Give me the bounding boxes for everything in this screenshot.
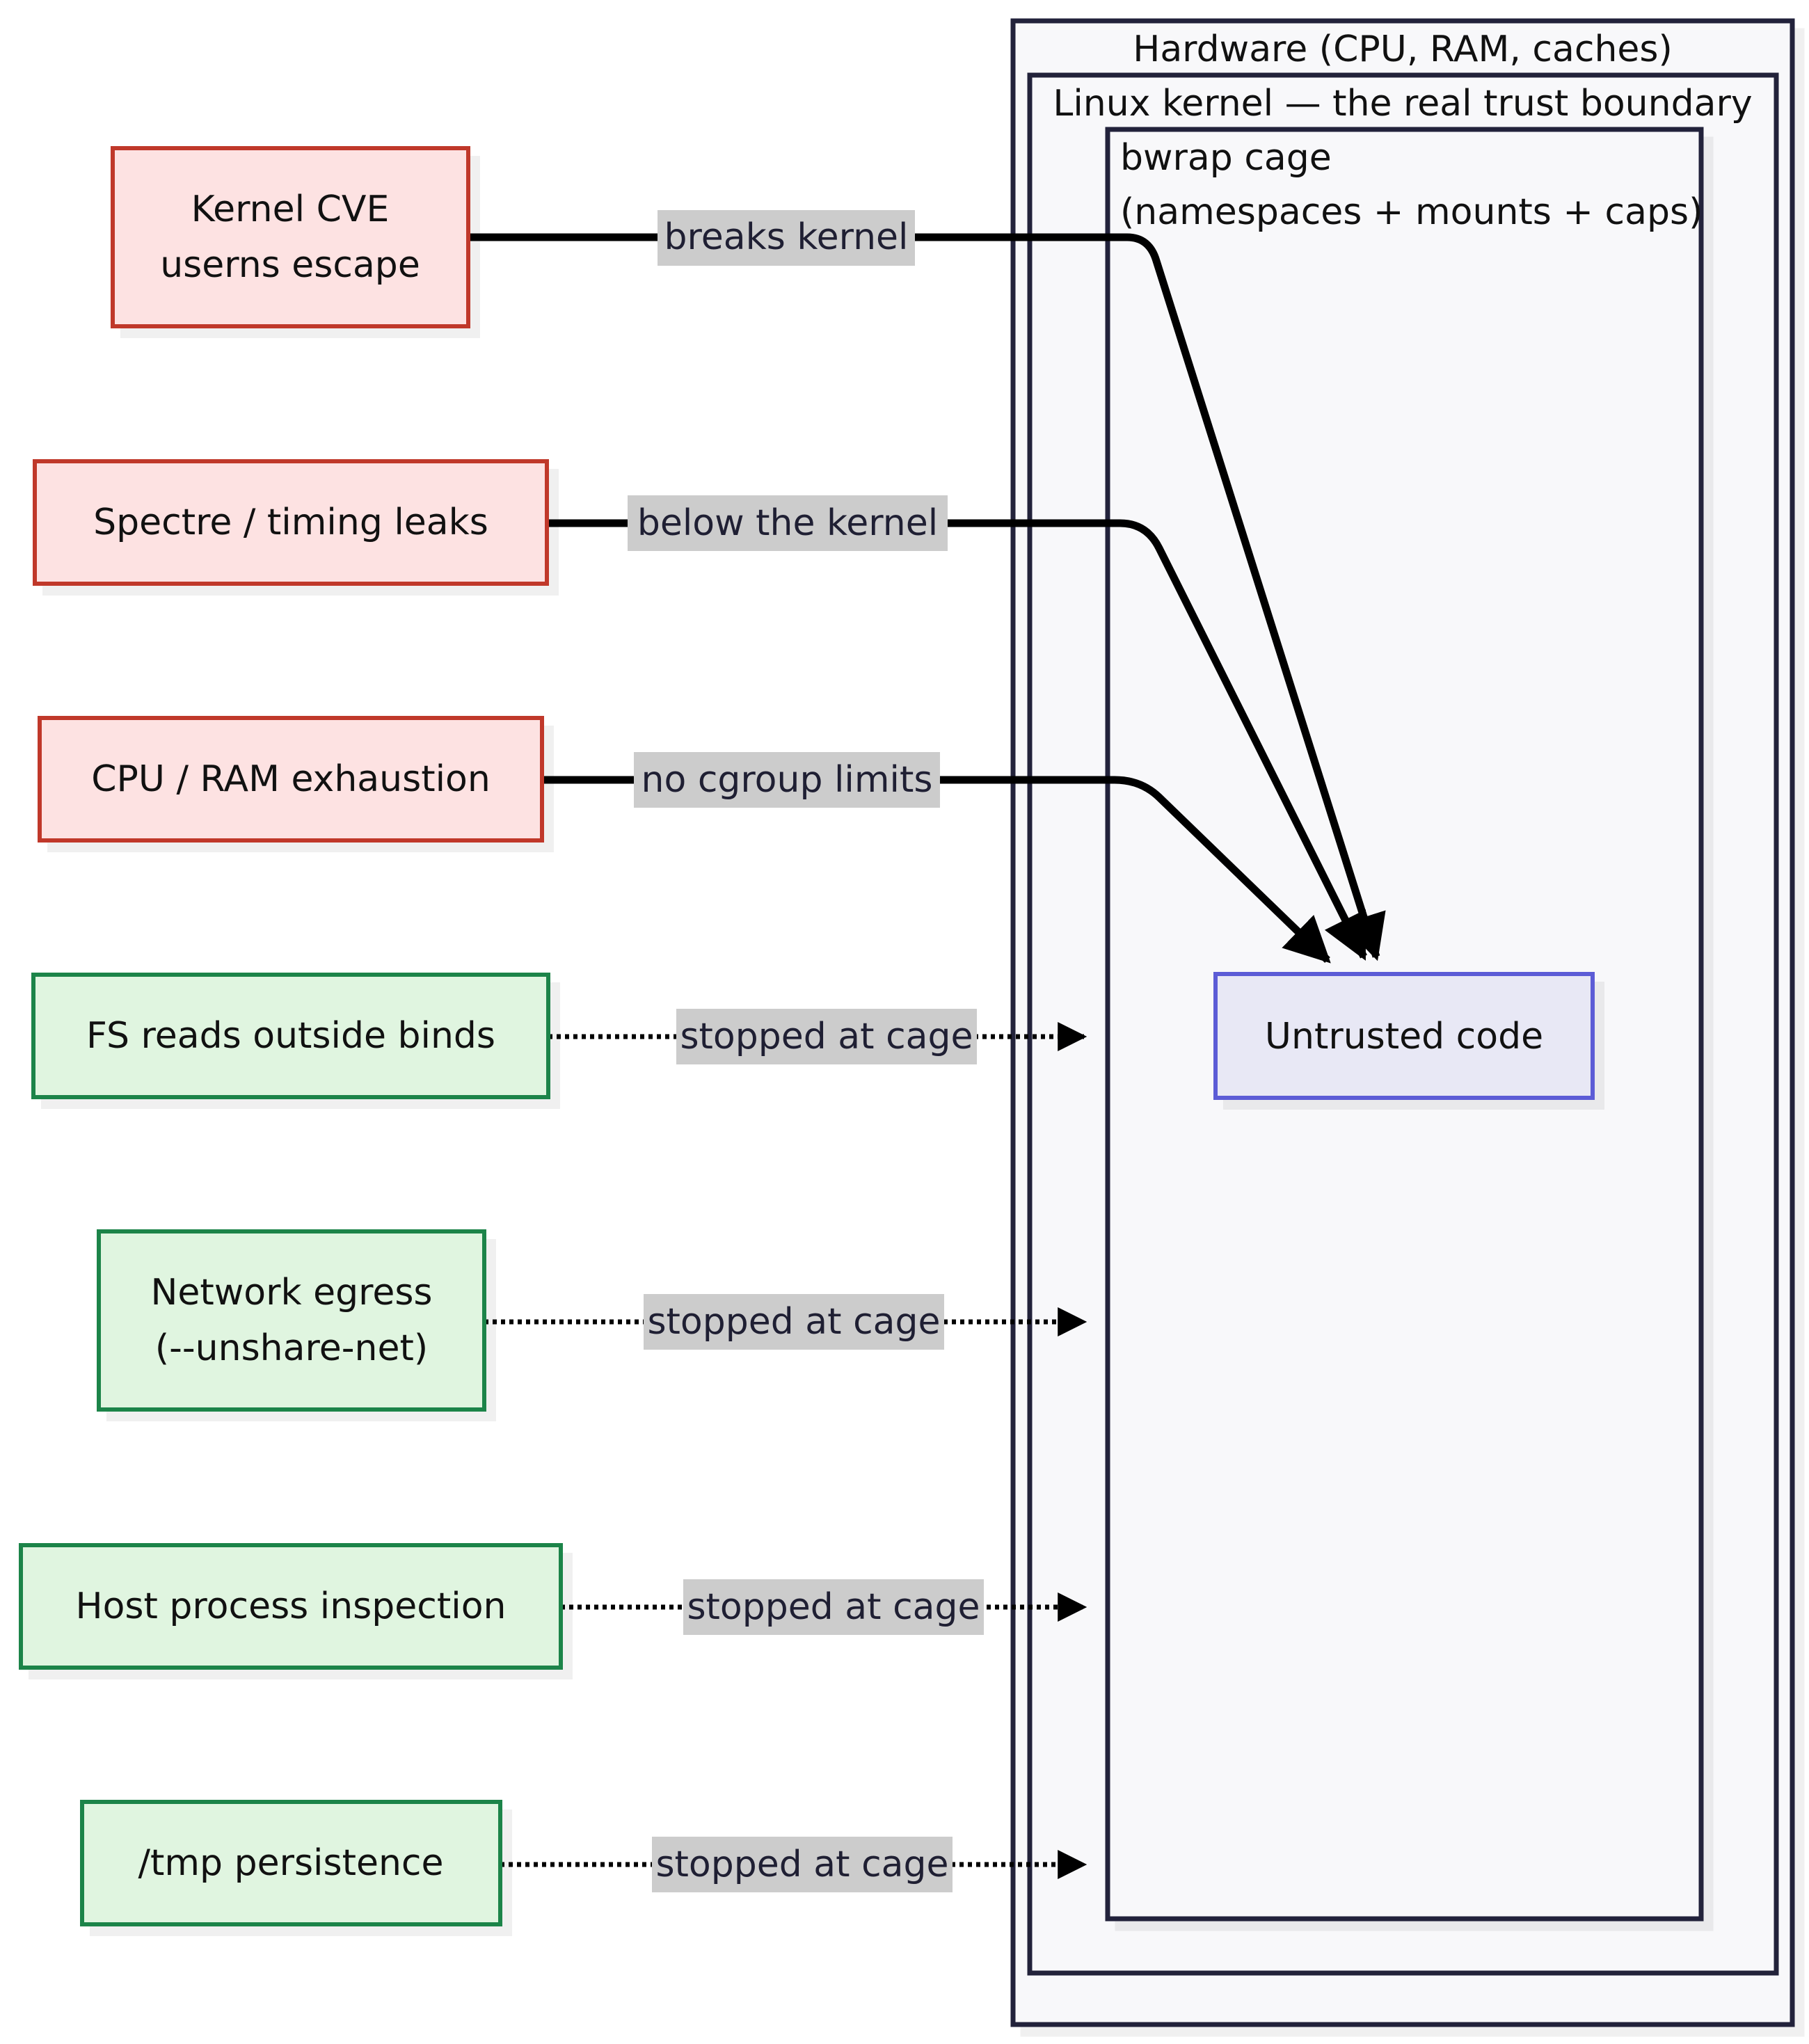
svg-text:no cgroup limits: no cgroup limits bbox=[641, 759, 933, 801]
edge-label-fs-reads: stopped at cage bbox=[676, 1009, 977, 1064]
cage-label-line1: bwrap cage bbox=[1120, 137, 1332, 179]
threat-fs-reads: FS reads outside binds bbox=[31, 973, 550, 1099]
edge-cpu-ram bbox=[542, 776, 1331, 964]
edge-label-tmp: stopped at cage bbox=[652, 1837, 953, 1892]
svg-text:Spectre / timing leaks: Spectre / timing leaks bbox=[93, 502, 488, 543]
edge-label-spectre: below the kernel bbox=[628, 495, 948, 551]
untrusted-code-node: Untrusted code bbox=[1213, 972, 1595, 1100]
svg-text:(--unshare-net): (--unshare-net) bbox=[155, 1327, 428, 1369]
svg-text:CPU / RAM exhaustion: CPU / RAM exhaustion bbox=[91, 758, 491, 800]
kernel-label: Linux kernel — the real trust boundary bbox=[1053, 83, 1752, 125]
threat-host-proc: Host process inspection bbox=[19, 1543, 563, 1670]
untrusted-code-label: Untrusted code bbox=[1265, 1016, 1543, 1057]
hardware-label: Hardware (CPU, RAM, caches) bbox=[1133, 29, 1673, 70]
threat-kernel-cve: Kernel CVE userns escape bbox=[111, 146, 470, 328]
threat-spectre: Spectre / timing leaks bbox=[33, 459, 549, 586]
svg-text:below the kernel: below the kernel bbox=[637, 502, 938, 544]
svg-text:FS reads outside binds: FS reads outside binds bbox=[86, 1015, 495, 1057]
svg-text:Host process inspection: Host process inspection bbox=[76, 1586, 507, 1627]
edge-label-host-proc: stopped at cage bbox=[683, 1579, 984, 1635]
svg-text:stopped at cage: stopped at cage bbox=[647, 1301, 940, 1343]
blocked-edges bbox=[484, 1022, 1087, 1879]
svg-text:stopped at cage: stopped at cage bbox=[687, 1586, 980, 1628]
edge-label-cpu-ram: no cgroup limits bbox=[634, 752, 940, 808]
svg-text:Kernel CVE: Kernel CVE bbox=[191, 189, 390, 230]
svg-text:Network egress: Network egress bbox=[150, 1272, 432, 1314]
breach-edges bbox=[468, 233, 1386, 964]
svg-text:stopped at cage: stopped at cage bbox=[680, 1016, 973, 1057]
edge-kernel-cve bbox=[468, 233, 1386, 961]
svg-text:userns escape: userns escape bbox=[160, 244, 420, 286]
svg-text:stopped at cage: stopped at cage bbox=[655, 1844, 948, 1885]
threat-cpu-ram: CPU / RAM exhaustion bbox=[38, 716, 544, 843]
threat-network: Network egress (--unshare-net) bbox=[97, 1229, 486, 1412]
edge-spectre bbox=[547, 519, 1367, 961]
threat-tmp: /tmp persistence bbox=[80, 1800, 502, 1926]
edge-labels: breaks kernel below the kernel no cgroup… bbox=[628, 210, 984, 1892]
svg-text:breaks kernel: breaks kernel bbox=[664, 216, 909, 258]
edge-label-network: stopped at cage bbox=[644, 1294, 944, 1350]
cage-label-line2: (namespaces + mounts + caps) bbox=[1120, 191, 1703, 233]
edge-label-kernel-cve: breaks kernel bbox=[658, 210, 915, 266]
svg-text:/tmp persistence: /tmp persistence bbox=[138, 1842, 443, 1884]
